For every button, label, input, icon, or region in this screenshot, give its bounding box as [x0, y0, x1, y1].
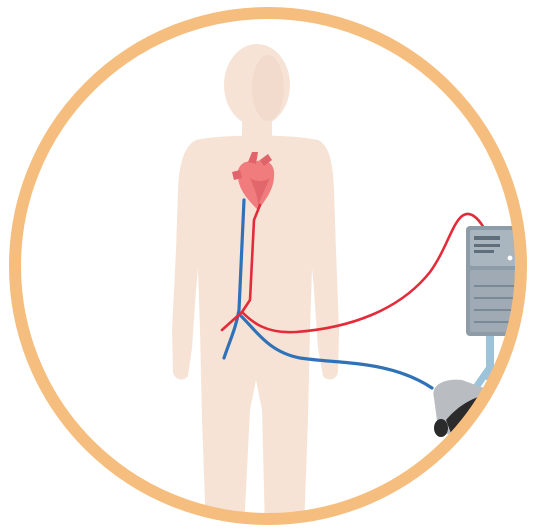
clipped-content — [172, 44, 521, 519]
frame-ring — [9, 7, 527, 525]
vein-line — [222, 198, 434, 390]
heart-icon — [232, 152, 275, 210]
device-pole — [486, 330, 494, 380]
artery-line — [220, 203, 486, 334]
head-shadow — [252, 55, 284, 121]
